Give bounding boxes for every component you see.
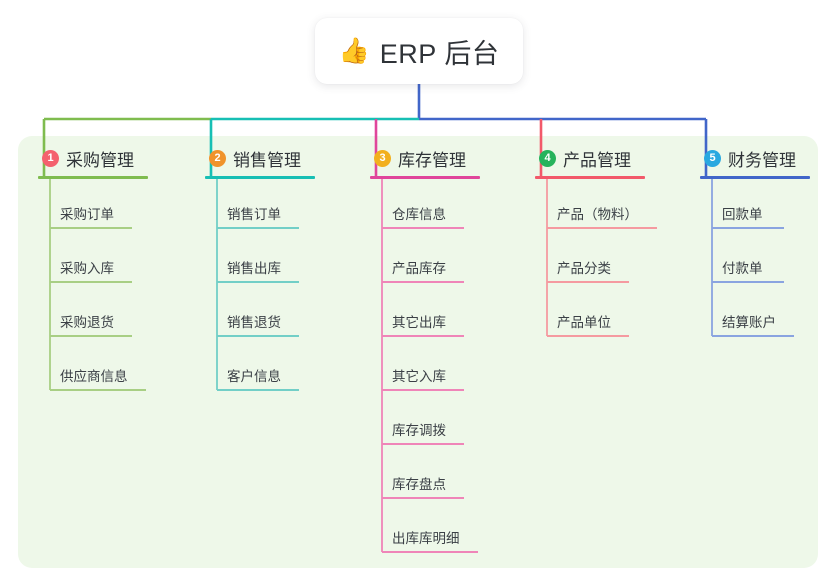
branch-leaf-list: 回款单付款单结算账户 — [700, 179, 810, 341]
branch-column-产品管理: 4 产品管理产品（物料） 产品分类产品单位 — [535, 145, 657, 341]
leaf-node[interactable]: 出库库明细 — [370, 503, 480, 557]
leaf-underline — [382, 551, 478, 553]
branch-column-库存管理: 3 库存管理仓库信息产品库存其它出库其它入库库存调拨库存盘点出库库明细 — [370, 145, 480, 557]
branch-index-badge: 1 — [42, 149, 59, 167]
leaf-node[interactable]: 采购退货 — [38, 287, 148, 341]
branch-leaf-list: 产品（物料） 产品分类产品单位 — [535, 179, 657, 341]
branch-underline — [370, 176, 480, 179]
branch-title: 财务管理 — [728, 150, 796, 170]
branch-index-badge: 4 — [539, 149, 556, 167]
leaf-label: 产品（物料） — [557, 207, 638, 222]
leaf-node[interactable]: 客户信息 — [205, 341, 315, 395]
leaf-underline — [382, 389, 464, 391]
branch-leaf-list: 销售订单销售出库销售退货客户信息 — [205, 179, 315, 395]
thumbs-up-icon: 👍 — [338, 36, 370, 65]
leaf-underline — [712, 335, 794, 337]
branch-title: 产品管理 — [563, 150, 631, 170]
branch-title: 销售管理 — [233, 150, 301, 170]
leaf-underline — [382, 335, 464, 337]
diagram-background-panel — [18, 136, 818, 568]
branch-leaf-list: 仓库信息产品库存其它出库其它入库库存调拨库存盘点出库库明细 — [370, 179, 480, 557]
leaf-label: 库存调拨 — [392, 423, 446, 438]
branch-underline — [535, 176, 645, 179]
leaf-node[interactable]: 库存盘点 — [370, 449, 480, 503]
leaf-underline — [382, 227, 464, 229]
leaf-label: 销售订单 — [227, 207, 281, 222]
leaf-underline — [217, 389, 299, 391]
leaf-node[interactable]: 供应商信息 — [38, 341, 148, 395]
leaf-label: 付款单 — [722, 261, 763, 276]
leaf-node[interactable]: 销售订单 — [205, 179, 315, 233]
leaf-underline — [547, 335, 629, 337]
branch-title: 采购管理 — [66, 150, 134, 170]
leaf-node[interactable]: 销售退货 — [205, 287, 315, 341]
leaf-label: 采购订单 — [60, 207, 114, 222]
leaf-node[interactable]: 库存调拨 — [370, 395, 480, 449]
leaf-node[interactable]: 仓库信息 — [370, 179, 480, 233]
leaf-node[interactable]: 付款单 — [700, 233, 810, 287]
leaf-node[interactable]: 销售出库 — [205, 233, 315, 287]
leaf-node[interactable]: 其它入库 — [370, 341, 480, 395]
leaf-underline — [712, 227, 784, 229]
branch-underline — [38, 176, 148, 179]
branch-header-财务管理[interactable]: 5 财务管理 — [700, 145, 810, 171]
leaf-label: 销售退货 — [227, 315, 281, 330]
leaf-label: 仓库信息 — [392, 207, 446, 222]
branch-header-销售管理[interactable]: 2 销售管理 — [205, 145, 315, 171]
root-node-title: ERP 后台 — [379, 38, 500, 69]
leaf-label: 产品库存 — [392, 261, 446, 276]
leaf-node[interactable]: 产品分类 — [535, 233, 645, 287]
branch-column-财务管理: 5 财务管理回款单付款单结算账户 — [700, 145, 810, 341]
leaf-label: 采购退货 — [60, 315, 114, 330]
leaf-node[interactable]: 其它出库 — [370, 287, 480, 341]
root-node-erp-backend[interactable]: 👍 ERP 后台 — [315, 18, 523, 84]
leaf-node[interactable]: 产品库存 — [370, 233, 480, 287]
leaf-underline — [382, 443, 464, 445]
leaf-label: 产品分类 — [557, 261, 611, 276]
leaf-underline — [382, 497, 464, 499]
leaf-label: 采购入库 — [60, 261, 114, 276]
leaf-underline — [50, 335, 132, 337]
leaf-underline — [50, 389, 146, 391]
leaf-underline — [217, 335, 299, 337]
leaf-label: 回款单 — [722, 207, 763, 222]
branch-leaf-list: 采购订单采购入库采购退货供应商信息 — [38, 179, 148, 395]
branch-header-采购管理[interactable]: 1 采购管理 — [38, 145, 148, 171]
branch-header-库存管理[interactable]: 3 库存管理 — [370, 145, 480, 171]
leaf-label: 结算账户 — [722, 315, 776, 330]
branch-column-采购管理: 1 采购管理采购订单采购入库采购退货供应商信息 — [38, 145, 148, 395]
leaf-label: 客户信息 — [227, 369, 281, 384]
leaf-node[interactable]: 采购入库 — [38, 233, 148, 287]
leaf-label: 出库库明细 — [392, 531, 460, 546]
branch-index-badge: 3 — [374, 149, 391, 167]
branch-index-badge: 2 — [209, 149, 226, 167]
branch-header-产品管理[interactable]: 4 产品管理 — [535, 145, 645, 171]
leaf-label: 库存盘点 — [392, 477, 446, 492]
leaf-underline — [382, 281, 464, 283]
leaf-underline — [50, 227, 132, 229]
branch-title: 库存管理 — [398, 150, 466, 170]
leaf-label: 供应商信息 — [60, 369, 128, 384]
leaf-underline — [217, 227, 299, 229]
leaf-node[interactable]: 产品（物料） — [535, 179, 657, 233]
leaf-node[interactable]: 采购订单 — [38, 179, 148, 233]
branch-underline — [205, 176, 315, 179]
leaf-node[interactable]: 结算账户 — [700, 287, 810, 341]
branch-index-badge: 5 — [704, 149, 721, 167]
leaf-underline — [50, 281, 132, 283]
leaf-label: 其它出库 — [392, 315, 446, 330]
leaf-label: 其它入库 — [392, 369, 446, 384]
leaf-underline — [547, 227, 657, 229]
leaf-node[interactable]: 产品单位 — [535, 287, 645, 341]
leaf-underline — [712, 281, 784, 283]
leaf-label: 产品单位 — [557, 315, 611, 330]
leaf-underline — [217, 281, 299, 283]
branch-underline — [700, 176, 810, 179]
leaf-label: 销售出库 — [227, 261, 281, 276]
leaf-node[interactable]: 回款单 — [700, 179, 810, 233]
branch-column-销售管理: 2 销售管理销售订单销售出库销售退货客户信息 — [205, 145, 315, 395]
leaf-underline — [547, 281, 629, 283]
